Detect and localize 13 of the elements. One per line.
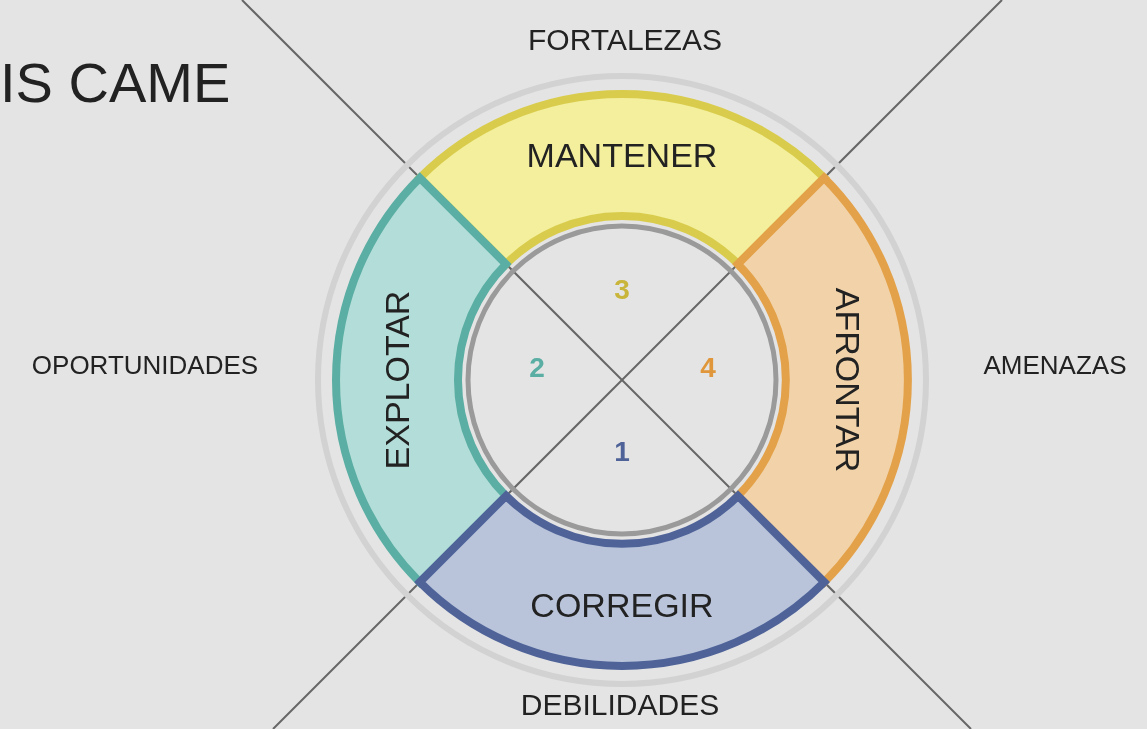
segment-label: EXPLOTAR: [377, 290, 417, 470]
quadrant-heading: DEBILIDADES: [520, 688, 720, 722]
segment-label: AFRONTAR: [827, 287, 867, 473]
quadrant-heading: AMENAZAS: [983, 349, 1127, 381]
quadrant-number: 3: [614, 274, 630, 306]
segment-label: MANTENER: [526, 135, 718, 175]
quadrant-heading: FORTALEZAS: [528, 23, 722, 57]
quadrant-number: 1: [614, 436, 630, 468]
segment-label: CORREGIR: [530, 585, 714, 625]
quadrant-number: 4: [700, 352, 716, 384]
quadrant-heading: OPORTUNIDADES: [31, 349, 259, 381]
quadrant-number: 2: [529, 352, 545, 384]
title: IS CAME: [0, 50, 231, 115]
